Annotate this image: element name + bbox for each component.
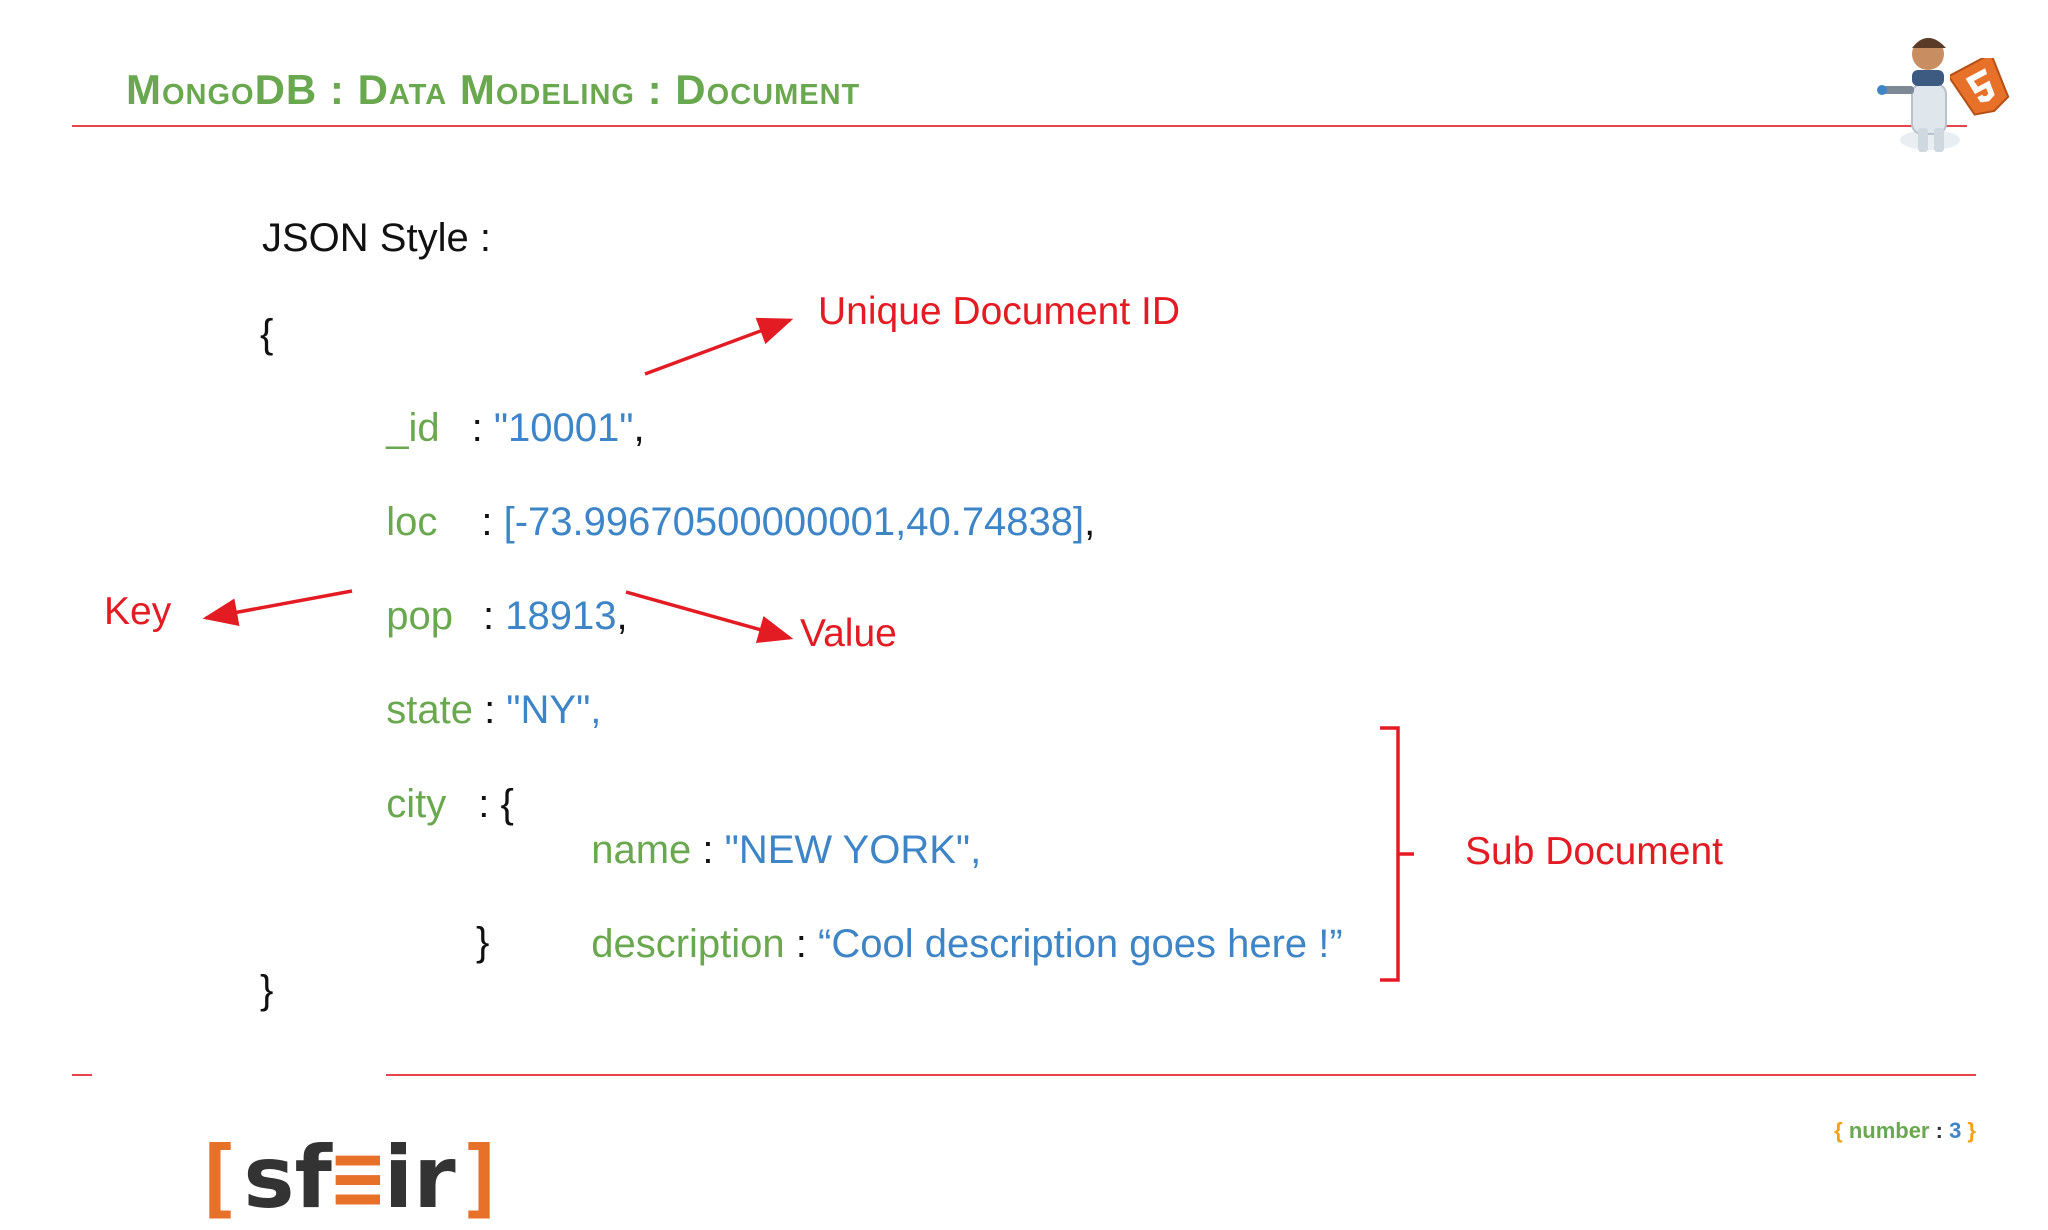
annotation-arrows	[202, 317, 1414, 982]
page-value: 3	[1949, 1118, 1962, 1143]
logo-symbol: ≡	[331, 1128, 384, 1228]
page-label: number	[1848, 1118, 1930, 1143]
arrow-key	[202, 589, 353, 627]
field-trail: ,	[633, 406, 645, 450]
field-key: description	[591, 922, 785, 966]
field-sep: :	[691, 828, 725, 872]
field-key: name	[591, 828, 692, 872]
field-key: city	[386, 782, 447, 826]
document-open-brace: {	[260, 312, 274, 356]
subfield-name: name : "NEW YORK",	[569, 778, 981, 874]
sfeir-logo: [sf≡ir]	[88, 1022, 508, 1228]
slide-title: MongoDB : Data Modeling : Document	[126, 66, 861, 113]
field-value: “Cool description goes here !”	[818, 922, 1343, 966]
logo-left-bracket: [	[191, 1128, 244, 1228]
html5-shield-icon	[1947, 52, 2014, 118]
field-key: pop	[386, 594, 453, 638]
field-id: _id: "10001",	[364, 356, 645, 452]
arrow-unique-id	[644, 317, 794, 376]
field-trail: ,	[616, 594, 628, 638]
field-loc: loc: [-73.99670500000001,40.74838],	[364, 450, 1095, 546]
annotation-sub-document: Sub Document	[1465, 830, 1723, 873]
sub-document-bracket	[1380, 726, 1414, 982]
footer-divider-left	[72, 1074, 92, 1076]
field-value: "10001"	[493, 406, 634, 450]
field-sep: :	[482, 594, 506, 638]
page-close-brace: }	[1961, 1118, 1976, 1143]
field-value: "NY",	[506, 688, 602, 732]
page-sep: :	[1929, 1118, 1950, 1143]
field-key: _id	[386, 406, 440, 450]
section-label: JSON Style :	[262, 216, 491, 260]
field-sep: :	[472, 688, 507, 732]
field-key: state	[386, 688, 473, 732]
header-divider	[72, 125, 1967, 127]
field-value: [-73.99670500000001,40.74838]	[503, 500, 1085, 544]
field-sep: :	[481, 500, 504, 544]
footer-divider	[386, 1074, 1976, 1076]
page-open-brace: {	[1834, 1118, 1849, 1143]
field-open-brace: {	[500, 782, 514, 826]
arrow-value	[625, 590, 794, 643]
logo-text-sf: sf	[243, 1128, 332, 1228]
subfield-description: description : “Cool description goes her…	[569, 872, 1343, 968]
field-city: city: {	[364, 732, 514, 828]
field-pop: pop: 18913,	[364, 544, 628, 640]
logo-right-bracket: ]	[455, 1128, 508, 1228]
annotation-key: Key	[104, 590, 172, 633]
field-value: "NEW YORK",	[724, 828, 982, 872]
logo-text-ir: ir	[383, 1128, 456, 1228]
document-close-brace: }	[260, 968, 274, 1012]
field-key: loc	[386, 500, 438, 544]
annotation-value: Value	[800, 612, 897, 655]
page-number: { number : 3 }	[1822, 1092, 1976, 1144]
field-sep: :	[784, 922, 819, 966]
field-trail: ,	[1084, 500, 1096, 544]
field-sep: :	[478, 782, 501, 826]
html5-mascot-icon	[1868, 28, 2028, 168]
annotation-unique-id: Unique Document ID	[818, 290, 1181, 333]
field-sep: :	[471, 406, 494, 450]
field-value: 18913	[505, 594, 617, 638]
field-state: state : "NY",	[364, 638, 601, 734]
subdocument-close-brace: }	[476, 920, 490, 964]
